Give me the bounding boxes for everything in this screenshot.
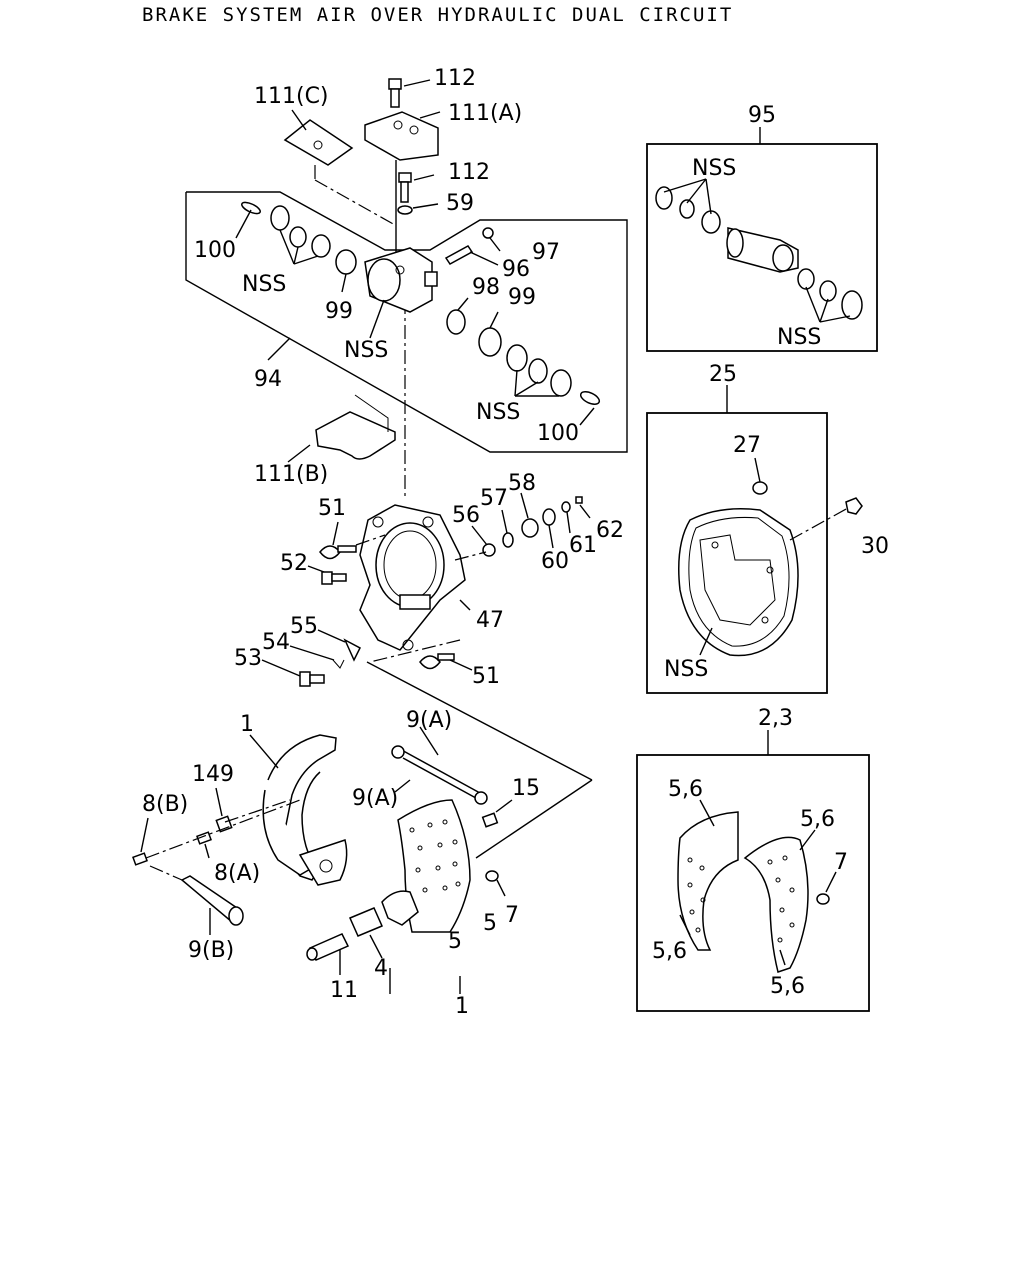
label-8a: 8(A) — [214, 861, 260, 886]
label-1-top: 1 — [240, 712, 254, 737]
label-15: 15 — [512, 776, 540, 801]
label-95: 95 — [748, 103, 776, 128]
label-51-top: 51 — [318, 496, 346, 521]
label-56: 56 — [452, 503, 480, 528]
label-9b: 9(B) — [188, 938, 234, 963]
label-111c: 111(C) — [254, 84, 329, 109]
diagram-title: BRAKE SYSTEM AIR OVER HYDRAULIC DUAL CIR… — [142, 4, 734, 26]
label-5-right: 5 — [483, 911, 497, 936]
label-149: 149 — [192, 762, 234, 787]
spider-47-assembly — [261, 394, 593, 859]
label-5-6-c: 5,6 — [652, 939, 687, 964]
label-62: 62 — [596, 518, 624, 543]
label-nss-4: NSS — [692, 156, 736, 181]
label-nss-1: NSS — [242, 272, 286, 297]
label-54: 54 — [262, 630, 290, 655]
label-59: 59 — [446, 191, 474, 216]
label-5-6-a: 5,6 — [668, 777, 703, 802]
label-61: 61 — [569, 533, 597, 558]
label-nss-5: NSS — [777, 325, 821, 350]
label-97: 97 — [532, 240, 560, 265]
assembly-95-box — [646, 127, 878, 352]
label-2-3: 2,3 — [758, 706, 793, 731]
label-9a-top: 9(A) — [406, 708, 452, 733]
label-8b: 8(B) — [142, 792, 188, 817]
label-100-left: 100 — [194, 238, 236, 263]
label-25: 25 — [709, 362, 737, 387]
brake-shoe-assembly — [132, 726, 513, 994]
label-nss-3: NSS — [476, 400, 520, 425]
part-labels: 112 111(C) 111(A) 112 59 100 97 96 NSS 9… — [142, 66, 889, 1019]
label-94: 94 — [254, 367, 282, 392]
label-nss-6: NSS — [664, 657, 708, 682]
label-55: 55 — [290, 614, 318, 639]
label-112-mid: 112 — [448, 160, 490, 185]
label-51-bottom: 51 — [472, 664, 500, 689]
label-52: 52 — [280, 551, 308, 576]
label-99-right: 99 — [508, 285, 536, 310]
label-112-top: 112 — [434, 66, 476, 91]
label-5-6-d: 5,6 — [770, 974, 805, 999]
label-100-right: 100 — [537, 421, 579, 446]
label-9a-mid: 9(A) — [352, 786, 398, 811]
label-58: 58 — [508, 471, 536, 496]
label-98: 98 — [472, 275, 500, 300]
label-27: 27 — [733, 433, 761, 458]
label-30: 30 — [861, 534, 889, 559]
label-99-left: 99 — [325, 299, 353, 324]
label-nss-2: NSS — [344, 338, 388, 363]
label-5-left: 5 — [448, 929, 462, 954]
label-60: 60 — [541, 549, 569, 574]
label-111b: 111(B) — [254, 462, 328, 487]
label-5-6-b: 5,6 — [800, 807, 835, 832]
label-7-left: 7 — [505, 903, 519, 928]
label-7-right: 7 — [834, 850, 848, 875]
label-1-bottom: 1 — [455, 994, 469, 1019]
label-47: 47 — [476, 608, 504, 633]
wedge-cylinder-94 — [235, 201, 601, 426]
assembly-25-box — [646, 385, 863, 694]
wedge-parts-top — [283, 78, 441, 500]
label-57: 57 — [480, 486, 508, 511]
label-96: 96 — [502, 257, 530, 282]
label-4: 4 — [374, 956, 388, 981]
label-111a: 111(A) — [448, 101, 522, 126]
assembly-94-outline — [185, 191, 628, 453]
label-11: 11 — [330, 978, 358, 1003]
label-53: 53 — [234, 646, 262, 671]
assembly-2-3-box — [636, 730, 870, 1012]
